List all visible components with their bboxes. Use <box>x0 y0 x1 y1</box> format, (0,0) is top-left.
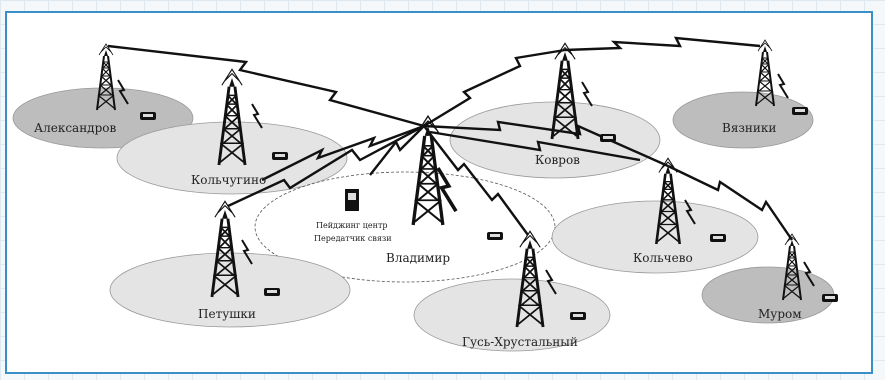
link-vladimir-center <box>369 125 425 176</box>
cell-vladimir <box>254 171 556 283</box>
pager-vladimir-icon <box>487 232 503 240</box>
cell-gus <box>413 278 611 352</box>
label-vladimir: Владимир <box>386 251 450 265</box>
link-vladimir-kovrov <box>423 48 566 128</box>
cell-zones <box>12 87 835 352</box>
link-vladimir-kolchugino <box>261 124 425 182</box>
label-gus: Гусь-Хрустальный <box>462 335 578 349</box>
cell-kolchevo <box>551 200 759 274</box>
label-paging-center: Пейджинг центр <box>316 221 387 230</box>
label-transmitter: Передатчик связи <box>314 234 392 243</box>
link-vladimir-aleksandrov <box>107 44 425 128</box>
link-kolchevo-murom <box>667 164 793 241</box>
pager-vyazniki-icon <box>792 107 808 115</box>
pager-kolchevo-icon <box>710 234 726 242</box>
pager-petushki-icon <box>264 288 280 296</box>
label-kolchevo: Кольчево <box>633 251 693 265</box>
cell-kovrov <box>449 101 661 179</box>
pager-aleksandrov-icon <box>140 112 156 120</box>
link-kovrov-vyazniki <box>564 36 761 52</box>
pager-kolchugino-icon <box>272 152 288 160</box>
label-kovrov: Ковров <box>535 153 580 167</box>
cell-labels: Александров Кольчугино Владимир Ковров В… <box>34 121 802 349</box>
label-kolchugino: Кольчугино <box>191 173 266 187</box>
pager-gus-icon <box>570 312 586 320</box>
link-vladimir-kolchevo-b <box>429 130 641 162</box>
link-vladimir-petushki <box>227 124 425 208</box>
pager-murom-icon <box>822 294 838 302</box>
paging-center-icon <box>345 189 359 211</box>
link-vladimir-gus <box>423 125 529 236</box>
radio-links <box>107 36 793 241</box>
link-vladimir-kolchevo-a <box>423 120 669 168</box>
cell-vyazniki <box>672 91 814 149</box>
label-aleksandrov: Александров <box>34 121 116 135</box>
cell-petushki <box>109 252 351 328</box>
pager-kovrov-icon <box>600 134 616 142</box>
label-vyazniki: Вязники <box>722 121 776 135</box>
label-petushki: Петушки <box>198 307 256 321</box>
label-murom: Муром <box>758 307 802 321</box>
